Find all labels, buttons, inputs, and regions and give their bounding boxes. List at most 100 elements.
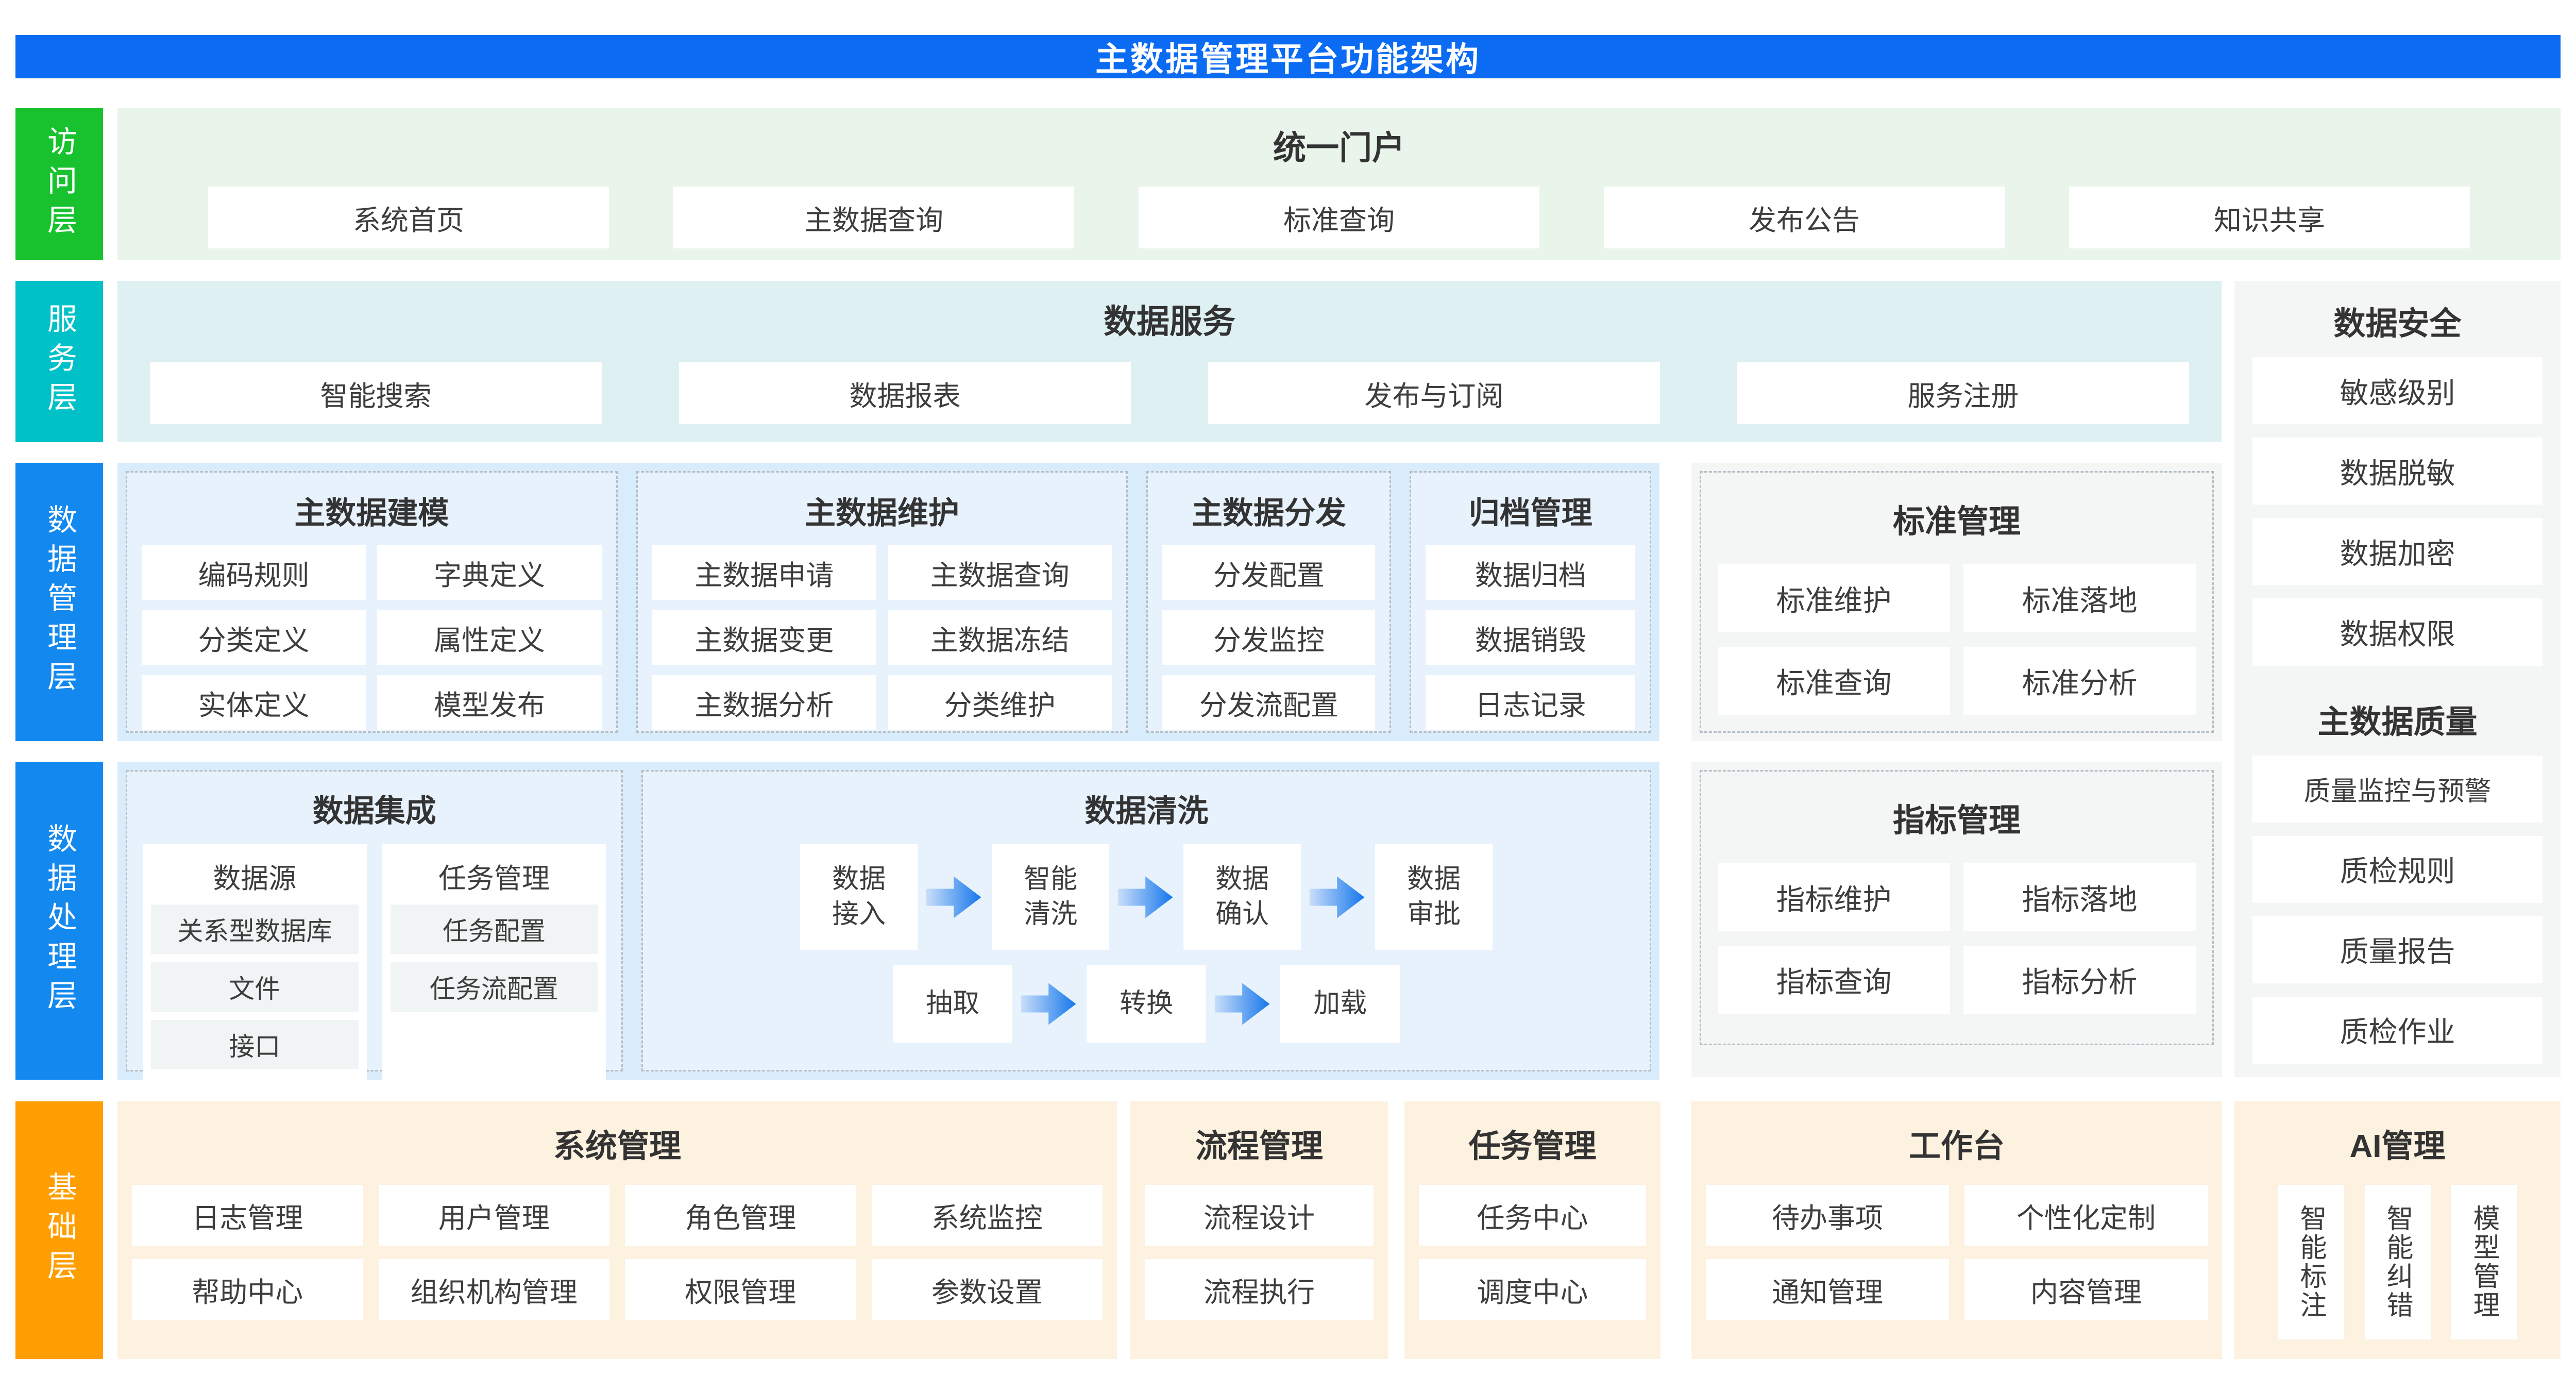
task-management-grid: 任务中心 调度中心	[1419, 1185, 1646, 1320]
data-service-items-row: 智能搜索 数据报表 发布与订阅 服务注册	[117, 362, 2222, 424]
flow-step: 数据接入	[800, 844, 918, 950]
system-management-title: 系统管理	[553, 1129, 681, 1164]
maintenance-item: 主数据申请	[652, 545, 876, 600]
ai-item-label: 模型管理	[2469, 1204, 2499, 1320]
distribution-item: 分发配置	[1162, 545, 1376, 600]
data-service-title: 数据服务	[1104, 303, 1235, 340]
cleaning-flow-top: 数据接入 智能清洗 数据确认 数据审批	[650, 844, 1642, 950]
data-management-panel: 主数据建模 编码规则 字典定义 分类定义 属性定义 实体定义 模型发布 主数据维…	[117, 463, 1659, 741]
standard-item: 标准分析	[1963, 647, 2196, 715]
workbench-item: 待办事项	[1706, 1185, 1949, 1246]
modeling-item: 字典定义	[377, 545, 602, 600]
indicator-management-grid: 指标维护 指标落地 指标查询 指标分析	[1708, 863, 2205, 1014]
modeling-item: 属性定义	[377, 610, 602, 665]
archive-management-grid: 数据归档 数据销毁 日志记录	[1418, 545, 1642, 730]
master-data-distribution-title: 主数据分发	[1191, 496, 1346, 530]
integration-task-group: 任务管理 任务配置 任务流配置	[382, 844, 606, 1084]
standard-management-grid: 标准维护 标准落地 标准查询 标准分析	[1708, 564, 2205, 715]
layer-label-base-text: 基础层	[43, 1171, 76, 1289]
process-management-panel: 流程管理 流程设计 流程执行	[1130, 1101, 1388, 1359]
modeling-item: 实体定义	[142, 675, 366, 730]
flow-step: 加载	[1280, 965, 1400, 1043]
flow-step-label: 数据确认	[1215, 864, 1269, 929]
portal-item: 主数据查询	[673, 187, 1074, 248]
standard-item: 标准维护	[1718, 564, 1950, 632]
data-security-item: 数据脱敏	[2252, 438, 2543, 505]
modeling-item: 分类定义	[142, 610, 366, 665]
master-data-modeling-title: 主数据建模	[294, 496, 449, 530]
data-service-item: 服务注册	[1737, 362, 2189, 424]
data-quality-item: 质检规则	[2252, 835, 2543, 903]
access-layer-panel: 统一门户 系统首页 主数据查询 标准查询 发布公告 知识共享	[117, 108, 2561, 260]
master-data-maintenance-group: 主数据维护 主数据申请 主数据查询 主数据变更 主数据冻结 主数据分析 分类维护	[636, 471, 1128, 733]
modeling-item: 编码规则	[142, 545, 366, 600]
process-management-title: 流程管理	[1195, 1129, 1323, 1164]
standard-management-panel: 标准管理 标准维护 标准落地 标准查询 标准分析	[1691, 463, 2222, 741]
archive-management-title: 归档管理	[1468, 496, 1592, 530]
workbench-item: 通知管理	[1706, 1259, 1949, 1320]
flow-arrow-icon	[1021, 983, 1076, 1025]
flow-arrow-icon	[1117, 876, 1173, 918]
data-source-group: 数据源 关系型数据库 文件 接口	[143, 844, 367, 1084]
maintenance-item: 主数据查询	[887, 545, 1112, 600]
system-management-grid: 日志管理 用户管理 角色管理 系统监控 帮助中心 组织机构管理 权限管理 参数设…	[132, 1185, 1103, 1320]
flow-arrow-icon	[926, 876, 981, 918]
flow-step-label: 抽取	[926, 988, 980, 1019]
system-item: 用户管理	[378, 1185, 609, 1246]
portal-item: 系统首页	[208, 187, 609, 248]
archive-item: 数据销毁	[1426, 610, 1635, 665]
system-item: 系统监控	[871, 1185, 1103, 1246]
portal-item: 标准查询	[1139, 187, 1539, 248]
master-data-modeling-group: 主数据建模 编码规则 字典定义 分类定义 属性定义 实体定义 模型发布	[126, 471, 618, 733]
system-item: 权限管理	[625, 1259, 856, 1320]
system-item: 角色管理	[625, 1185, 856, 1246]
task-item: 任务中心	[1419, 1185, 1646, 1246]
data-source-title: 数据源	[213, 863, 297, 894]
flow-step: 数据审批	[1375, 844, 1493, 950]
modeling-item: 模型发布	[377, 675, 602, 730]
maintenance-item: 主数据分析	[652, 675, 876, 730]
ai-item-label: 智能标注	[2296, 1204, 2326, 1320]
data-quality-item: 质检作业	[2252, 996, 2543, 1064]
data-security-item: 数据加密	[2252, 518, 2543, 585]
data-integration-columns: 数据源 关系型数据库 文件 接口 任务管理 任务配置 任务流配置	[134, 844, 614, 1084]
system-management-panel: 系统管理 日志管理 用户管理 角色管理 系统监控 帮助中心 组织机构管理 权限管…	[117, 1101, 1117, 1359]
indicator-management-panel: 指标管理 指标维护 指标落地 指标查询 指标分析	[1691, 762, 2222, 1077]
portal-items-row: 系统首页 主数据查询 标准查询 发布公告 知识共享	[117, 187, 2561, 248]
master-data-maintenance-grid: 主数据申请 主数据查询 主数据变更 主数据冻结 主数据分析 分类维护	[645, 545, 1120, 730]
maintenance-item: 分类维护	[887, 675, 1112, 730]
flow-step: 智能清洗	[992, 844, 1110, 950]
master-data-maintenance-title: 主数据维护	[804, 496, 959, 530]
integration-task-title: 任务管理	[438, 863, 550, 894]
flow-step-label: 数据接入	[832, 864, 886, 929]
ai-item-label: 智能纠错	[2382, 1204, 2412, 1320]
data-integration-title: 数据集成	[312, 794, 436, 828]
archive-management-group: 归档管理 数据归档 数据销毁 日志记录	[1410, 471, 1651, 733]
portal-title: 统一门户	[1273, 129, 1405, 166]
archive-item: 日志记录	[1426, 675, 1635, 730]
task-management-title: 任务管理	[1468, 1129, 1597, 1164]
indicator-management-title: 指标管理	[1892, 803, 2021, 839]
data-security-item: 敏感级别	[2252, 357, 2543, 425]
indicator-item: 指标分析	[1963, 946, 2196, 1014]
distribution-item: 分发流配置	[1162, 675, 1376, 730]
flow-step-label: 数据审批	[1407, 864, 1461, 929]
ai-management-title: AI管理	[2349, 1129, 2446, 1164]
data-quality-item: 质量监控与预警	[2252, 755, 2543, 823]
data-source-item: 接口	[151, 1020, 359, 1069]
flow-step: 转换	[1087, 965, 1207, 1043]
layer-label-access: 访问层	[15, 108, 103, 260]
workbench-item: 个性化定制	[1964, 1185, 2208, 1246]
page-title: 主数据管理平台功能架构	[15, 35, 2561, 78]
standard-item: 标准查询	[1718, 647, 1950, 715]
workbench-title: 工作台	[1908, 1129, 2005, 1164]
data-quality-title: 主数据质量	[2317, 704, 2478, 740]
master-data-distribution-grid: 分发配置 分发监控 分发流配置	[1155, 545, 1382, 730]
data-security-title: 数据安全	[2333, 306, 2462, 342]
data-service-item: 智能搜索	[150, 362, 602, 424]
task-management-panel: 任务管理 任务中心 调度中心	[1404, 1101, 1660, 1359]
data-service-item: 数据报表	[679, 362, 1131, 424]
workbench-grid: 待办事项 个性化定制 通知管理 内容管理	[1706, 1185, 2208, 1320]
ai-management-grid: 智能标注 智能纠错 模型管理	[2249, 1185, 2546, 1339]
